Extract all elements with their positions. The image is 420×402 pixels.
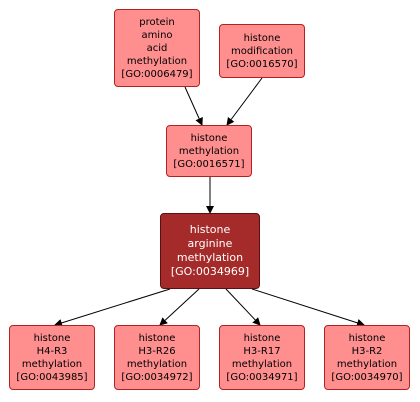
node-histone-modification[interactable]: histone modification [GO:0016570]: [219, 24, 305, 78]
node-protein-amino-acid-methylation-line-2: amino: [141, 29, 173, 41]
node-histone-h3-r17-methylation-go-id: [GO:0034971]: [226, 371, 298, 383]
node-histone-modification-line-1: histone: [243, 32, 281, 44]
node-histone-arginine-methylation-line-3: methylation: [176, 251, 244, 264]
node-histone-modification-go-id: [GO:0016570]: [226, 58, 298, 70]
node-histone-h3-r26-methylation-line-2: H3-R26: [138, 345, 176, 357]
node-histone-h3-r2-methylation[interactable]: histone H3-R2 methylation [GO:0034970]: [324, 325, 410, 390]
node-histone-h3-r26-methylation[interactable]: histone H3-R26 methylation [GO:0034972]: [114, 325, 200, 390]
node-histone-h4-r3-methylation-go-id: [GO:0043985]: [16, 371, 88, 383]
node-histone-arginine-methylation-line-2: arginine: [187, 237, 233, 250]
node-histone-methylation-line-2: methylation: [178, 145, 240, 157]
node-histone-h3-r2-methylation-line-3: methylation: [336, 358, 398, 370]
node-histone-arginine-methylation[interactable]: histone arginine methylation [GO:0034969…: [160, 213, 260, 289]
node-histone-h4-r3-methylation-line-1: histone: [33, 332, 71, 344]
node-histone-h3-r26-methylation-line-3: methylation: [126, 358, 188, 370]
edge-histone-arginine-methylation-to-histone-h3-r17-methylation: [225, 288, 261, 326]
edge-protein-amino-acid-methylation-to-histone-methylation: [184, 86, 203, 126]
node-histone-methylation-line-1: histone: [190, 132, 228, 144]
node-histone-h3-r17-methylation-line-1: histone: [243, 332, 281, 344]
node-protein-amino-acid-methylation-line-1: protein: [139, 16, 175, 28]
node-histone-h3-r2-methylation-line-2: H3-R2: [351, 345, 383, 357]
node-histone-h3-r2-methylation-line-1: histone: [348, 332, 386, 344]
node-histone-h3-r2-methylation-go-id: [GO:0034970]: [331, 371, 403, 383]
edge-histone-arginine-methylation-to-histone-h3-r26-methylation: [159, 288, 200, 326]
node-histone-h4-r3-methylation[interactable]: histone H4-R3 methylation [GO:0043985]: [9, 325, 95, 390]
node-histone-h3-r17-methylation-line-2: H3-R17: [243, 345, 281, 357]
node-histone-h4-r3-methylation-line-3: methylation: [21, 358, 83, 370]
edge-histone-arginine-methylation-to-histone-h4-r3-methylation: [54, 288, 171, 327]
node-histone-h3-r17-methylation-line-3: methylation: [231, 358, 293, 370]
node-histone-methylation-go-id: [GO:0016571]: [173, 158, 245, 170]
edge-histone-arginine-methylation-to-histone-h3-r2-methylation: [251, 288, 365, 327]
node-histone-h3-r26-methylation-go-id: [GO:0034972]: [121, 371, 193, 383]
node-histone-h4-r3-methylation-line-2: H4-R3: [36, 345, 68, 357]
node-protein-amino-acid-methylation-go-id: [GO:0006479]: [121, 68, 193, 80]
node-protein-amino-acid-methylation-line-3: acid: [146, 42, 168, 54]
node-histone-h3-r26-methylation-line-1: histone: [138, 332, 176, 344]
node-histone-arginine-methylation-line-1: histone: [189, 223, 231, 236]
node-histone-h3-r17-methylation[interactable]: histone H3-R17 methylation [GO:0034971]: [219, 325, 305, 390]
edge-histone-modification-to-histone-methylation: [226, 77, 263, 126]
node-protein-amino-acid-methylation-line-4: methylation: [126, 55, 188, 67]
node-histone-arginine-methylation-go-id: [GO:0034969]: [170, 265, 250, 278]
node-histone-methylation[interactable]: histone methylation [GO:0016571]: [166, 125, 252, 177]
node-histone-modification-line-2: modification: [230, 45, 294, 57]
node-protein-amino-acid-methylation[interactable]: protein amino acid methylation [GO:00064…: [114, 9, 200, 87]
